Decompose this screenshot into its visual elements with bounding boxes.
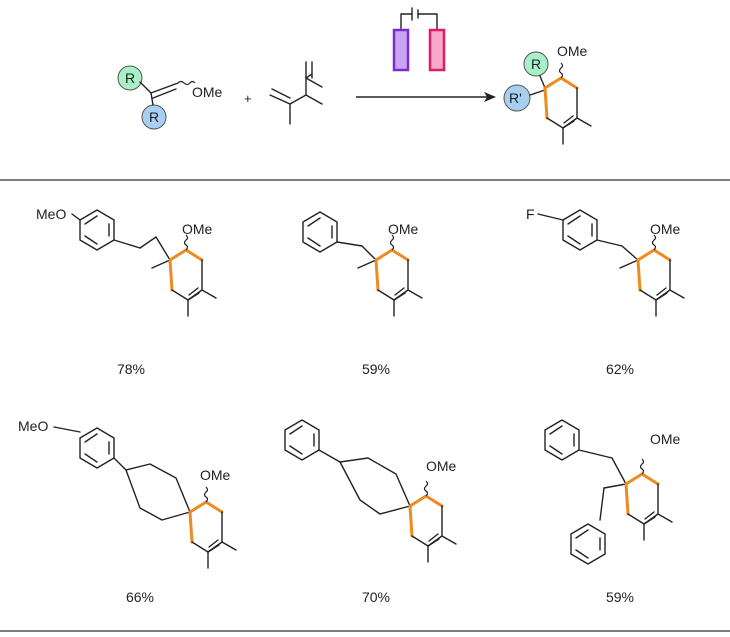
reactant-ome-label: OMe: [192, 84, 223, 100]
reactant-r-bottom: R: [149, 109, 159, 125]
example-5: OMe 70%: [284, 419, 458, 605]
reactant-diene: [269, 61, 323, 125]
reactant-enol-ether: R R OMe: [117, 65, 223, 130]
reaction-arrow: [356, 92, 496, 102]
r-bottom-circle: [141, 104, 167, 130]
product-r-bottom: R': [509, 90, 522, 106]
product-cyclohexene: R R' OMe: [503, 43, 593, 146]
cathode-electrode: [428, 28, 446, 72]
example-1-ome: OMe: [182, 221, 213, 237]
example-4-ome: OMe: [200, 467, 231, 483]
example-4-substituent: MeO: [18, 418, 48, 434]
example-2-yield: 59%: [362, 361, 390, 377]
product-r-top-circle: [523, 51, 549, 77]
electrochemical-cell: [392, 7, 446, 72]
example-2-ome: OMe: [388, 221, 419, 237]
example-4: MeO OMe 66%: [18, 418, 238, 605]
example-5-ome: OMe: [426, 458, 457, 474]
example-1-substituent: MeO: [36, 206, 66, 222]
example-3-yield: 62%: [606, 361, 634, 377]
example-6: OMe 59%: [544, 419, 681, 605]
example-3: F OMe 62%: [526, 206, 686, 377]
product-r-bottom-circle: [503, 84, 531, 112]
example-4-yield: 66%: [126, 589, 154, 605]
example-1: MeO OMe 78%: [36, 206, 218, 377]
example-2: OMe 59%: [302, 211, 424, 377]
reactant-r-top: R: [125, 70, 135, 86]
example-3-substituent: F: [526, 206, 535, 222]
plus-sign: +: [244, 91, 252, 106]
anode-electrode: [392, 28, 410, 72]
example-6-yield: 59%: [606, 589, 634, 605]
r-top-circle: [117, 65, 143, 91]
example-5-yield: 70%: [362, 589, 390, 605]
example-6-ome: OMe: [650, 431, 681, 447]
product-ome-label: OMe: [557, 43, 588, 59]
example-3-ome: OMe: [650, 221, 681, 237]
example-1-yield: 78%: [117, 361, 145, 377]
product-r-top: R: [531, 56, 541, 72]
